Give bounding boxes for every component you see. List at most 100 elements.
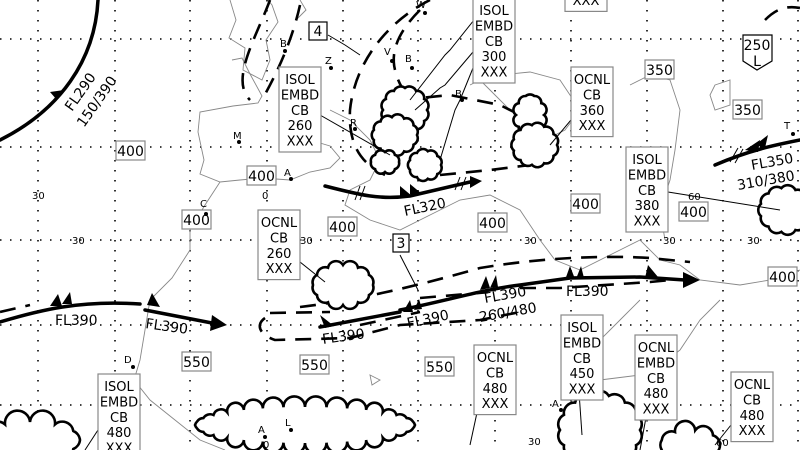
cb-box-line: CB <box>485 35 503 50</box>
tropopause-frame <box>570 193 601 214</box>
cat-area-numbers: 4 3 <box>308 21 410 253</box>
tropopause-value: 350 <box>646 63 673 79</box>
cb-box-line: OCNL <box>638 341 675 356</box>
tropopause-value: 550 <box>301 358 328 374</box>
tropopause-frame <box>644 59 675 80</box>
cb-box-line: CB <box>291 104 309 119</box>
city-dot <box>353 127 357 131</box>
cb-box: XXX <box>564 0 608 12</box>
graticule-label: 30 <box>300 236 313 247</box>
tropopause-value: 400 <box>479 216 506 232</box>
cb-cloud <box>311 259 375 311</box>
cb-cloud <box>406 147 443 183</box>
cb-cloud <box>369 149 401 175</box>
cb-box-line: CB <box>647 372 665 387</box>
city-label: Z <box>325 56 332 67</box>
city-dot <box>329 66 333 70</box>
tropopause-frame <box>477 212 508 233</box>
cb-box-line: 260 <box>267 247 292 262</box>
tropopause-value: 350 <box>734 103 761 119</box>
cb-box-frame <box>278 66 322 153</box>
cb-box-line: EMBD <box>563 336 601 351</box>
cb-cloud-areas <box>0 85 800 450</box>
cb-box-line: CB <box>743 393 761 408</box>
cb-box-line: XXX <box>569 383 596 398</box>
cb-box-line: CB <box>638 184 656 199</box>
city-dot <box>460 98 464 102</box>
city-dot <box>204 212 208 216</box>
graticule-label: 0 <box>263 440 269 450</box>
cb-box-line: EMBD <box>628 168 666 183</box>
tropopause-value: 400 <box>183 213 210 229</box>
city-dot <box>410 66 414 70</box>
cb-box-frame <box>97 373 141 450</box>
cb-cloud <box>510 121 560 169</box>
cb-box-line: XXX <box>482 397 509 412</box>
tropopause-value: 400 <box>572 197 599 213</box>
cb-box-line: EMBD <box>637 356 675 371</box>
tropopause-frame <box>181 209 212 230</box>
cb-box-line: XXX <box>266 262 293 277</box>
tropopause-value: 550 <box>426 360 453 376</box>
city-label: W <box>416 0 426 11</box>
cb-box-line: XXX <box>739 424 766 439</box>
tropopause-frame <box>115 140 146 161</box>
tropopause-frame <box>181 351 212 372</box>
jet-fl390-label: FL390 <box>321 326 365 348</box>
graticule-label: 30 <box>663 236 676 247</box>
tropopause-box: 400 <box>678 201 709 222</box>
cb-box-line: XXX <box>573 0 600 9</box>
city-dot <box>263 435 267 439</box>
cb-box-line: OCNL <box>574 73 611 88</box>
tropopause-box: 350 <box>732 99 763 120</box>
jet-fl390-label: FL390 <box>144 316 188 338</box>
cb-box-line: 480 <box>644 387 669 402</box>
cb-cloud <box>370 113 420 157</box>
cb-box-frame <box>257 209 301 281</box>
tropopause-frame <box>246 165 277 186</box>
cat-area-3: 3 <box>397 236 406 252</box>
cb-box-line: XXX <box>643 403 670 418</box>
cb-box-line: XXX <box>287 135 314 150</box>
tropopause-value: 400 <box>329 220 356 236</box>
cb-box-frame <box>730 371 774 443</box>
graticule-label: 60 <box>688 192 701 203</box>
cat-area-4: 4 <box>314 24 323 40</box>
tropopause-frame <box>767 266 798 287</box>
city-label: A <box>284 168 291 179</box>
city-dot <box>559 408 563 412</box>
city-dot <box>283 49 287 53</box>
tropopause-box: 400 <box>477 212 508 233</box>
leader-lines <box>84 0 781 450</box>
city-dot <box>423 11 427 15</box>
tropopause-low-type: L <box>753 54 761 70</box>
cb-box-line: CB <box>486 366 504 381</box>
graticule-label: 0 <box>262 191 268 202</box>
cb-box-line: XXX <box>106 442 133 450</box>
cb-box-line: CB <box>573 352 591 367</box>
tropopause-frame <box>327 216 358 237</box>
cb-box-line: EMBD <box>281 88 319 103</box>
cb-box-frame <box>472 0 516 84</box>
tropopause-box: 550 <box>299 354 330 375</box>
jet-fl320-label: FL320 <box>403 195 448 220</box>
graticule-label: 30 <box>747 236 760 247</box>
graticule-label: 30 <box>32 191 45 202</box>
city-label: D <box>124 355 132 366</box>
city-label: A <box>258 425 265 436</box>
city-dot <box>237 140 241 144</box>
tropopause-box: 400 <box>115 140 146 161</box>
cat-areas <box>0 0 800 342</box>
tropopause-box: 400 <box>767 266 798 287</box>
cb-box-frame <box>473 344 517 416</box>
tropopause-value: 550 <box>183 355 210 371</box>
city-label: B <box>455 89 462 100</box>
cb-box-line: 450 <box>570 367 595 382</box>
jet-fl390-label: FL390 <box>566 284 609 300</box>
